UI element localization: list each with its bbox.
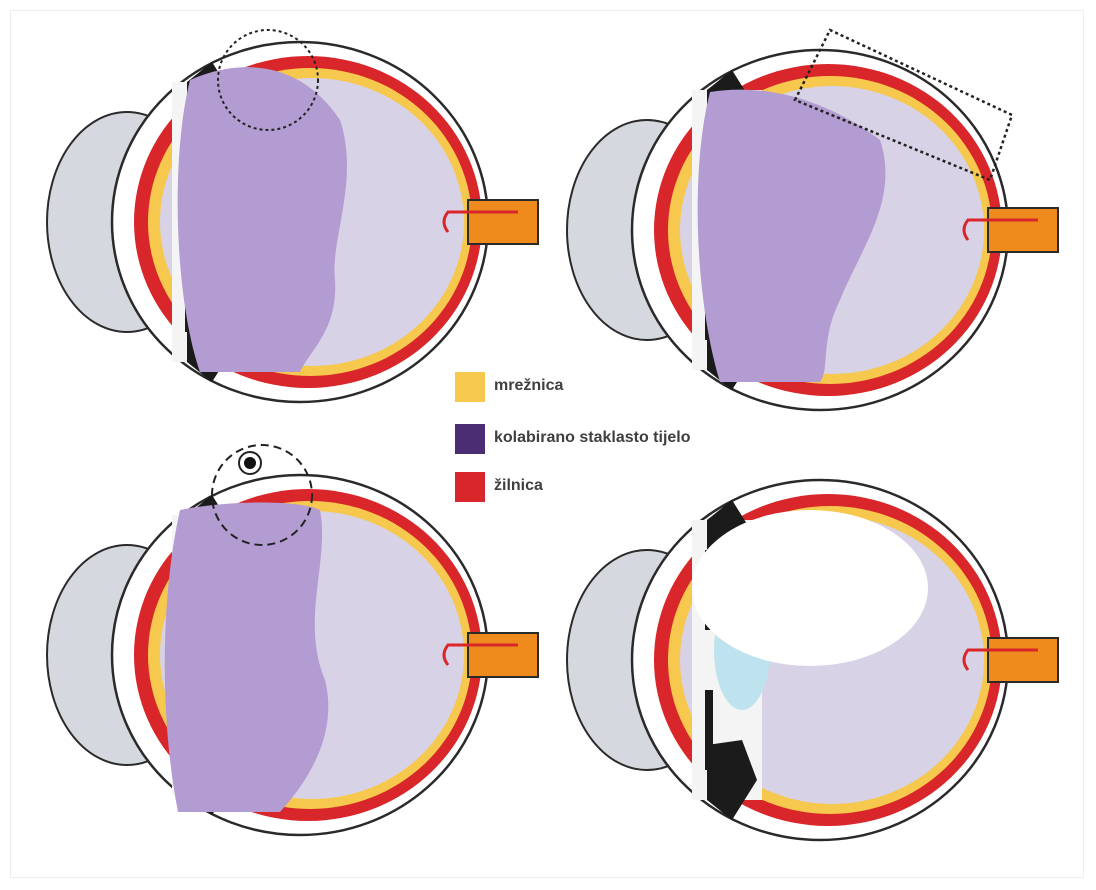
legend-label-retina: mrežnica [494, 377, 563, 395]
legend-label-collapsed-vitreous: kolabirano staklasto tijelo [494, 429, 691, 447]
collapsed-vitreous [178, 67, 347, 372]
optic-nerve [988, 208, 1058, 252]
eye-panel-bottom-right [567, 480, 1058, 840]
optic-nerve [988, 638, 1058, 682]
collapsed-vitreous [165, 503, 329, 813]
iris-bottom [705, 690, 713, 770]
legend-item-collapsed-vitreous: kolabirano staklasto tijelo [455, 424, 755, 454]
legend-label-choroid: žilnica [494, 477, 543, 495]
legend-item-choroid: žilnica [455, 472, 755, 502]
legend-item-retina: mrežnica [455, 372, 755, 402]
eye-panel-top-left [47, 30, 538, 402]
optic-nerve [468, 633, 538, 677]
operculum [244, 457, 256, 469]
gas-bubble [692, 510, 928, 666]
eye-panel-top-right [567, 30, 1058, 410]
choroid-swatch [455, 472, 485, 502]
collapsed-vitreous-swatch [455, 424, 485, 454]
eye-panel-bottom-left [47, 445, 538, 835]
retina-swatch [455, 372, 485, 402]
optic-nerve [468, 200, 538, 244]
